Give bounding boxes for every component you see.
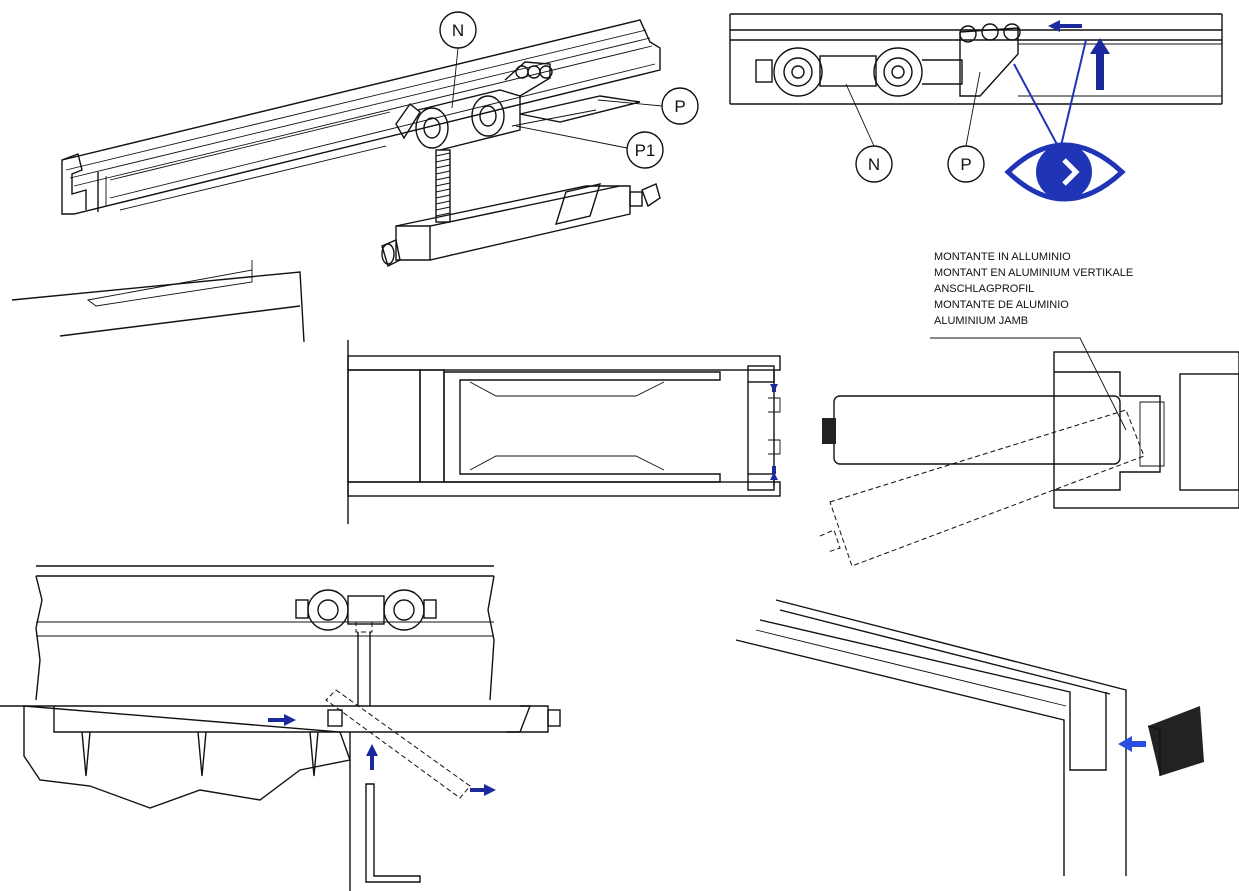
callout-n-detail-label: N [868, 155, 880, 174]
jamb-note-line-4: MONTANTE DE ALUMINIO [934, 299, 1069, 311]
arrow-icon [1048, 20, 1110, 90]
track-assembly-view: N P P1 [61, 11, 699, 267]
callout-p1-top-label: P1 [635, 141, 656, 160]
track-end-view [735, 599, 1204, 876]
jamb-note: MONTANTE IN ALLUMINIO MONTANT EN ALUMINI… [930, 251, 1133, 431]
jamb-note-line-3: ANSCHLAGPROFIL [934, 283, 1034, 295]
screw-icon [81, 731, 319, 777]
eye-icon [1004, 142, 1126, 202]
callout-n-detail: N [845, 83, 893, 183]
jamb-note-line-5: ALUMINIUM JAMB [934, 315, 1028, 327]
arrow-icon [268, 714, 496, 796]
door-top-corner-view [11, 260, 305, 343]
callout-p-detail-label: P [960, 155, 971, 174]
threaded-rod [435, 149, 451, 223]
jamb-note-line-2: MONTANT EN ALUMINIUM VERTIKALE [934, 267, 1133, 279]
arrow-icon [1118, 736, 1146, 752]
trolley-side-detail: N P [729, 13, 1223, 202]
jamb-end-cap-view [819, 351, 1239, 567]
adjustment-block [381, 183, 661, 267]
end-cap-icon [1147, 706, 1204, 776]
callout-p-top: P [597, 87, 699, 125]
callout-p-top-label: P [674, 97, 685, 116]
allen-key-icon [365, 783, 421, 883]
callout-n-top-label: N [452, 21, 464, 40]
callout-p-detail: P [947, 71, 985, 183]
ceiling-mount-view [0, 565, 561, 891]
callout-p1-top: P1 [515, 125, 664, 169]
callout-n-top: N [439, 11, 477, 109]
jamb-note-line-1: MONTANTE IN ALLUMINIO [934, 251, 1071, 263]
trolley [395, 61, 553, 151]
wall-cross-section [347, 340, 781, 524]
